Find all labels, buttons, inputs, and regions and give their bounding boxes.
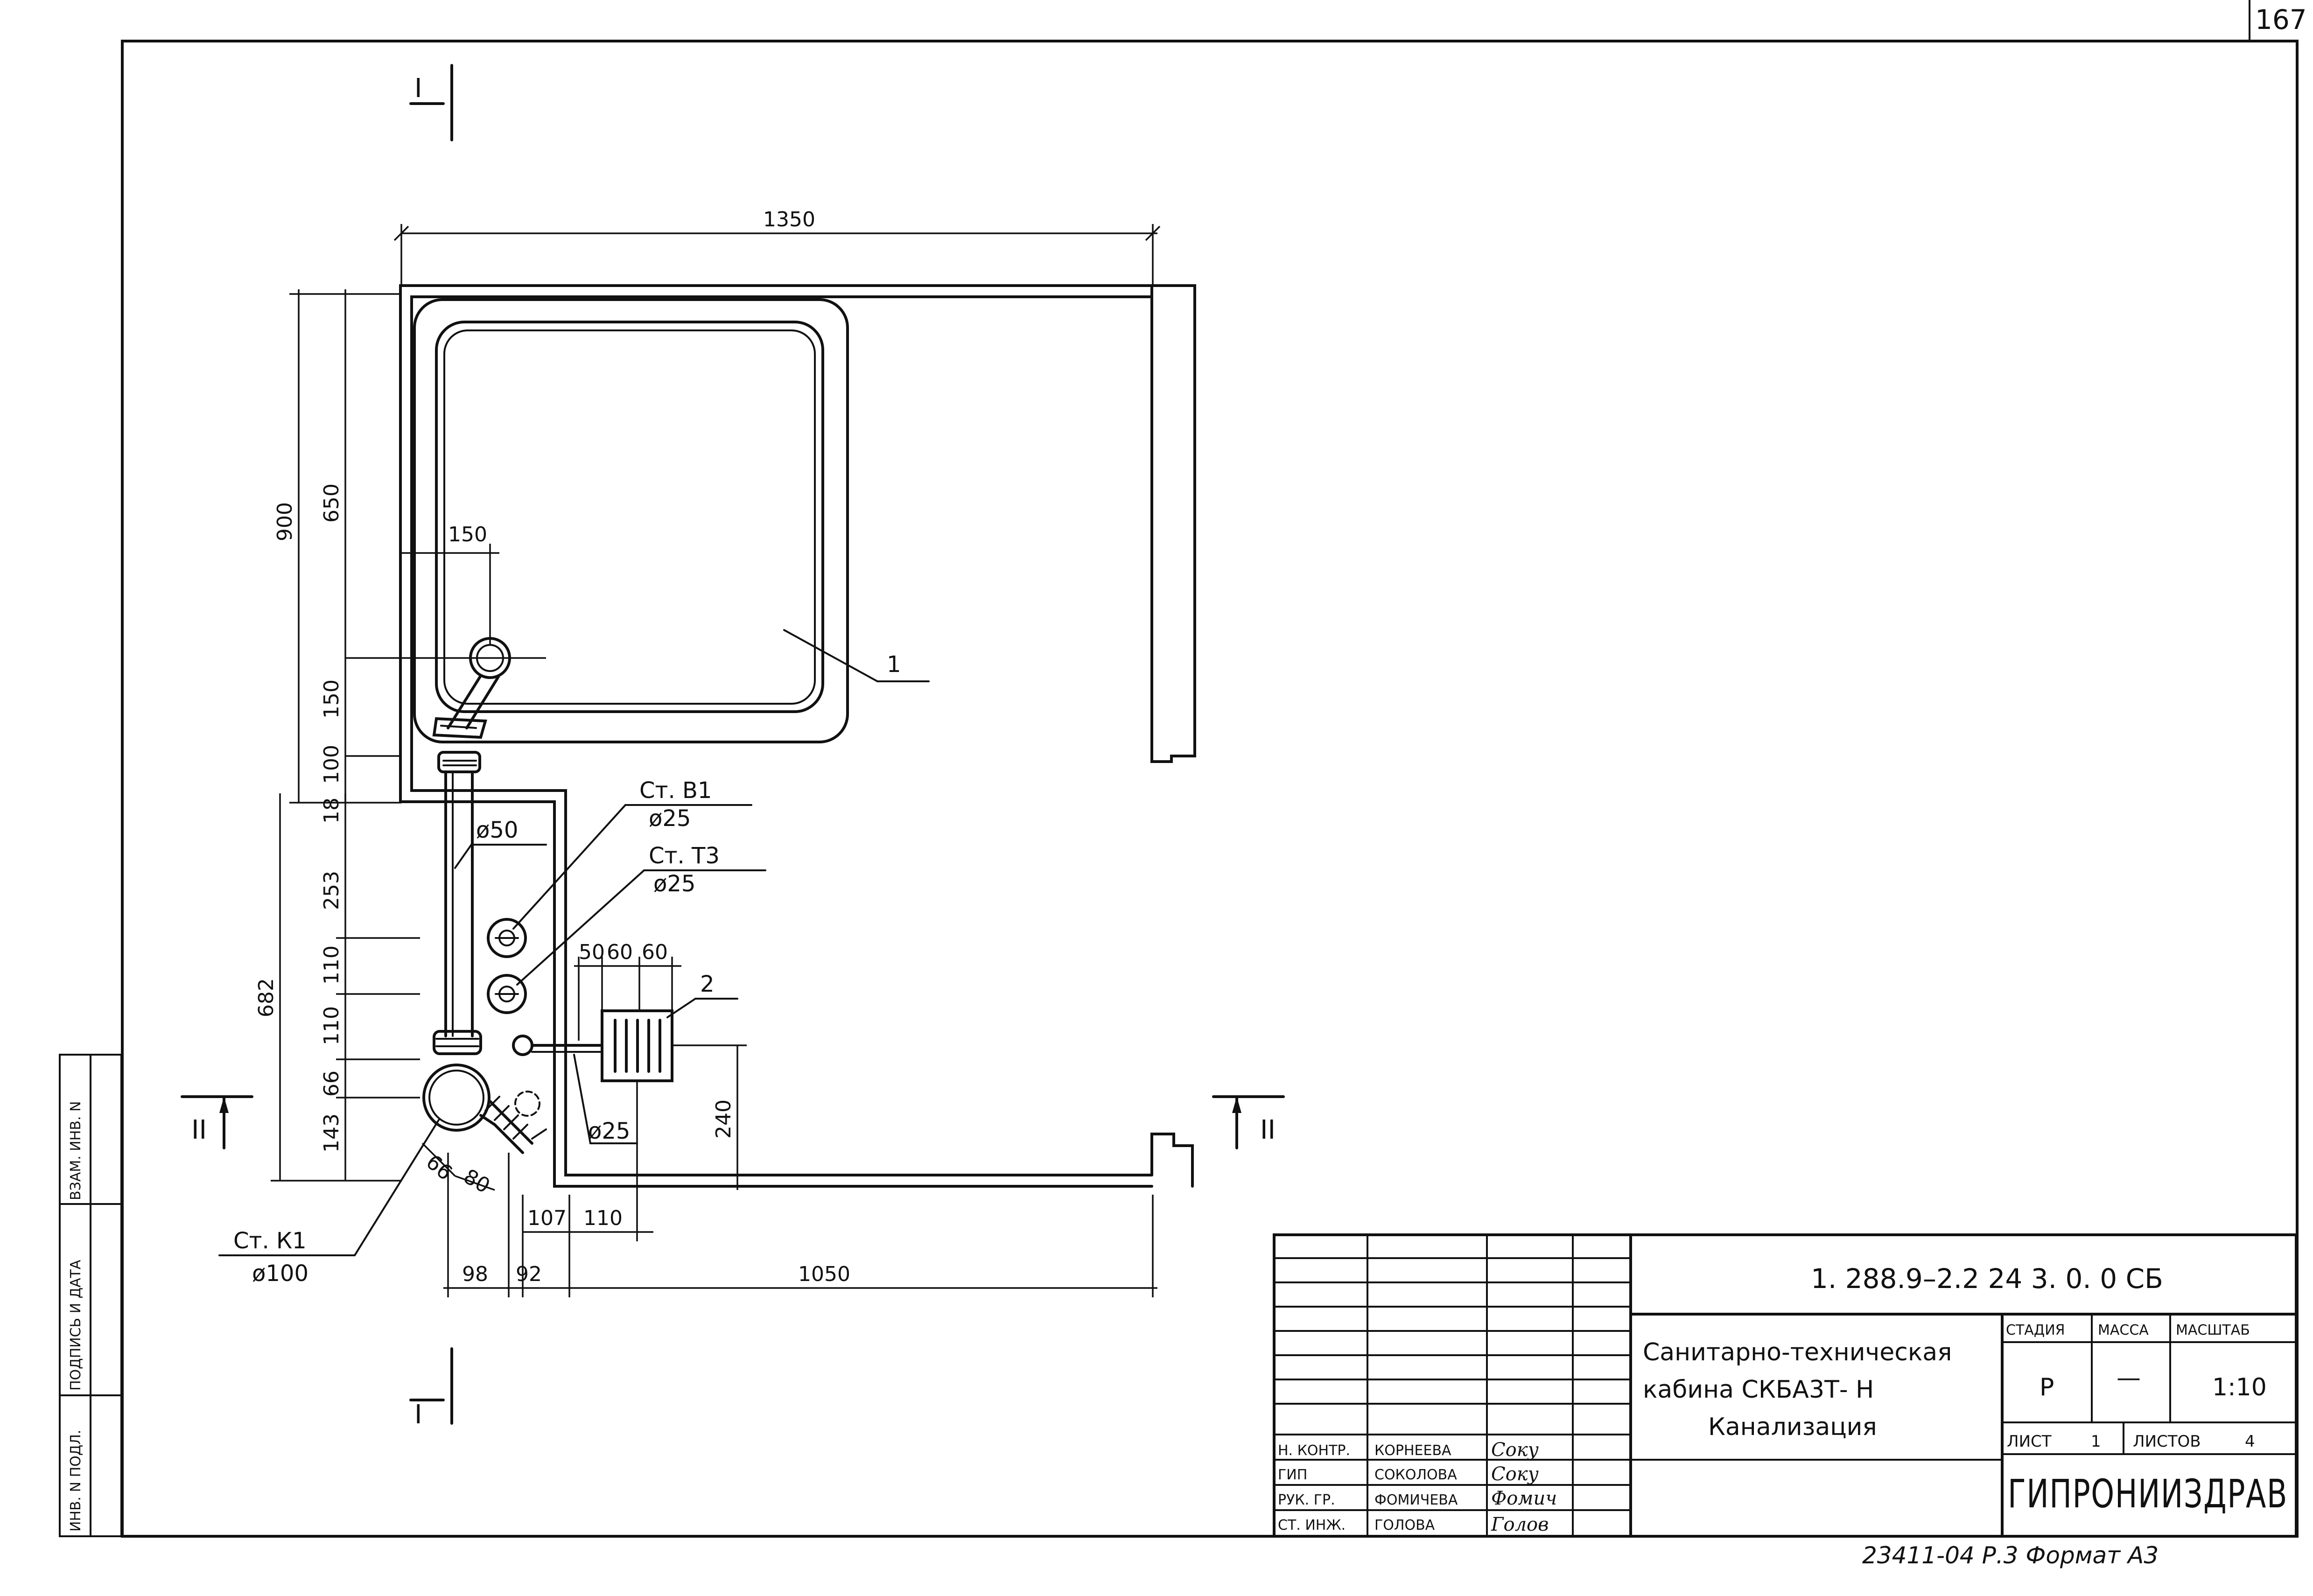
section-mark-2-right: II — [1212, 1095, 1285, 1149]
dimension-texts: 1350 900 650 150 150 100 18 253 110 110 … — [254, 208, 850, 1286]
dim-682: 682 — [254, 978, 278, 1017]
riser-b1-text: Ст. В1 — [639, 777, 712, 804]
sheets-value: 4 — [2245, 1432, 2255, 1451]
sig-name-3: ГОЛОВА — [1374, 1517, 1435, 1533]
stage-header: СТАДИЯ — [2006, 1322, 2065, 1338]
section-1-top-label: I — [414, 73, 422, 104]
dim-110-b: 110 — [320, 1006, 343, 1045]
section-mark-1-top: I — [409, 64, 453, 141]
dim-150-left: 150 — [320, 679, 343, 719]
dim-ladder-60a: 60 — [607, 940, 633, 964]
stage-value: Р — [2040, 1373, 2054, 1401]
sig-sign-0: Соку — [1491, 1439, 1539, 1461]
dim-98: 98 — [462, 1262, 488, 1286]
dim-66: 66 — [320, 1071, 343, 1097]
dim-diag-80: 80 — [460, 1164, 494, 1198]
sig-sign-1: Соку — [1491, 1463, 1539, 1485]
section-2-right-label: II — [1260, 1115, 1276, 1145]
mass-header: МАССА — [2098, 1322, 2149, 1338]
section-mark-2-left: II — [181, 1095, 253, 1149]
footer-format: 23411-04 Р.3 Формат А3 — [1862, 1542, 2159, 1569]
section-2-left-label: II — [191, 1115, 207, 1145]
drain-d25-text: ø25 — [588, 1118, 630, 1144]
label-drain-d25: ø25 — [573, 1054, 638, 1144]
title-block: 1. 288.9–2.2 24 3. 0. 0 СБ Санитарно-тех… — [1273, 1233, 2298, 1538]
dim-107: 107 — [527, 1206, 567, 1230]
scale-header: МАСШТАБ — [2176, 1322, 2250, 1338]
mass-value: — — [2117, 1364, 2141, 1392]
dim-100: 100 — [320, 745, 343, 784]
riser-t3 — [487, 974, 527, 1014]
sig-name-0: КОРНЕЕВА — [1374, 1442, 1451, 1459]
dimension-lines — [271, 224, 1161, 1297]
doc-code: 1. 288.9–2.2 24 3. 0. 0 СБ — [1811, 1263, 2163, 1295]
section-1-bottom-label: I — [414, 1400, 422, 1430]
sig-role-3: СТ. ИНЖ. — [1278, 1517, 1346, 1533]
section-mark-1-bottom: I — [409, 1347, 453, 1430]
dim-110-a: 110 — [320, 945, 343, 985]
sig-role-1: ГИП — [1278, 1467, 1307, 1483]
pipe-d50-text: ø50 — [476, 817, 518, 843]
side-stamp-col1: ИНВ. N ПОДЛ. — [68, 1430, 84, 1532]
sig-name-1: СОКОЛОВА — [1374, 1467, 1457, 1483]
organization: ГИПРОНИИЗДРАВ — [2008, 1471, 2288, 1517]
riser-b1 — [487, 918, 527, 958]
floor-drain — [512, 1009, 673, 1082]
label-riser-t3: Ст. Т3 ø25 — [516, 843, 766, 986]
label-pipe-d50: ø50 — [454, 817, 547, 869]
title-line-1: Санитарно-техническая — [1643, 1338, 1952, 1366]
dim-150-top: 150 — [448, 523, 487, 546]
callout-2: 2 — [666, 971, 738, 1018]
dim-1050: 1050 — [798, 1262, 850, 1286]
side-stamp: ИНВ. N ПОДЛ. ПОДПИСЬ И ДАТА ВЗАМ. ИНВ. N — [59, 1054, 122, 1537]
sheet-frame — [121, 0, 2299, 1538]
dim-92: 92 — [516, 1262, 542, 1286]
riser-b1-diameter: ø25 — [649, 805, 691, 832]
label-riser-b1: Ст. В1 ø25 — [512, 777, 752, 930]
dim-143: 143 — [320, 1113, 343, 1153]
dim-253: 253 — [320, 871, 343, 910]
sig-sign-2: Фомич — [1491, 1488, 1557, 1509]
dim-110-bottom: 110 — [583, 1206, 623, 1230]
sig-role-2: РУК. ГР. — [1278, 1492, 1335, 1508]
side-stamp-col3: ВЗАМ. ИНВ. N — [68, 1101, 84, 1200]
dim-diag-66: 66 — [421, 1150, 457, 1185]
sig-sign-3: Голов — [1491, 1514, 1549, 1535]
dim-18: 18 — [320, 798, 343, 824]
sig-name-2: ФОМИЧЕВА — [1374, 1492, 1458, 1508]
dim-240: 240 — [712, 1099, 736, 1139]
sheet-label: ЛИСТ — [2007, 1432, 2052, 1451]
label-riser-k1: Ст. К1 ø100 — [218, 1119, 440, 1287]
sig-role-0: Н. КОНТР. — [1278, 1442, 1350, 1459]
title-line-2: кабина СКБА3Т- Н — [1643, 1376, 1874, 1404]
callout-1-label: 1 — [887, 651, 901, 678]
riser-k1-text: Ст. К1 — [233, 1228, 307, 1254]
riser-t3-diameter: ø25 — [653, 871, 695, 897]
dim-1350: 1350 — [763, 208, 815, 231]
side-stamp-col2: ПОДПИСЬ И ДАТА — [68, 1260, 84, 1391]
sheets-label: ЛИСТОВ — [2133, 1432, 2201, 1451]
dim-900: 900 — [273, 502, 297, 541]
sheet-value: 1 — [2091, 1432, 2101, 1451]
drain-pipe-system — [422, 637, 547, 1154]
shower-tray — [413, 298, 849, 743]
sheet-number: 167 — [2255, 4, 2307, 35]
dim-ladder-50: 50 — [579, 940, 605, 964]
dim-ladder-60b: 60 — [642, 940, 668, 964]
callout-1: 1 — [783, 629, 930, 682]
riser-k1-diameter: ø100 — [252, 1260, 308, 1287]
dim-650: 650 — [320, 483, 343, 523]
cabin-walls — [399, 284, 1196, 1188]
scale-value: 1:10 — [2212, 1373, 2267, 1401]
riser-t3-text: Ст. Т3 — [649, 843, 720, 869]
title-line-3: Канализация — [1708, 1413, 1877, 1441]
callout-2-label: 2 — [700, 971, 715, 997]
